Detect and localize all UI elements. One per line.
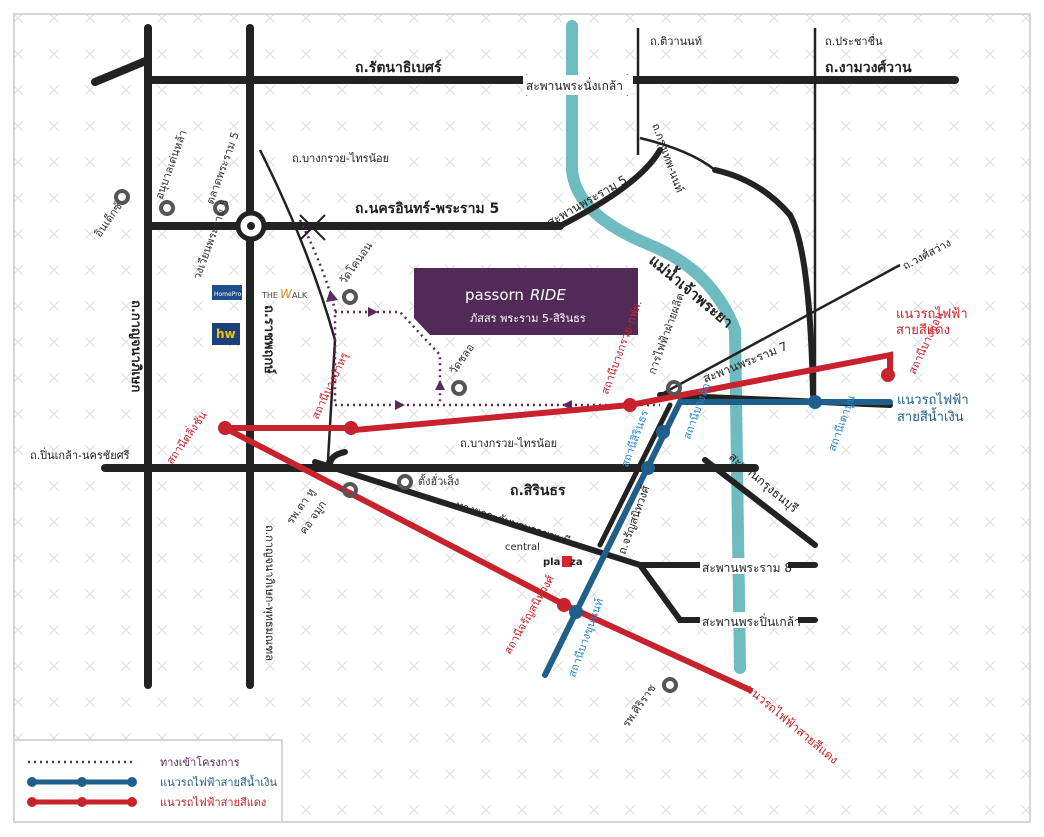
- svg-text:hw: hw: [216, 327, 236, 341]
- blue-line-label-2: สายสีน้ำเงิน: [897, 407, 964, 425]
- station-dot-bang-son: [881, 368, 895, 382]
- station-dot-bang-o: [656, 425, 670, 439]
- bridge-pin-klao: สะพานพระปิ่นเกล้า: [702, 613, 801, 629]
- road-prachachuen: ถ.ประชาชื่น: [825, 33, 883, 48]
- station-dot-bang-kruai: [623, 398, 637, 412]
- road-ngamwongwan: ถ.งามวงศ์วาน: [825, 59, 912, 76]
- road-kanchanaphisek-phutthamonthon: ถ.กาญจนาภิเษก-พุทธมณฑล: [263, 525, 276, 661]
- chao-phraya-river: [566, 20, 746, 674]
- road-ratchaphruek: ถ.ราชพฤกษ์: [261, 305, 277, 374]
- station-dot-taling-chan: [218, 421, 232, 435]
- red-line-top-label-1: แนวรถไฟฟ้า: [896, 306, 968, 322]
- poi-markers: [114, 189, 682, 693]
- minor-roads: [258, 28, 901, 471]
- legend-red: แนวรถไฟฟ้าสายสีแดง: [160, 796, 266, 809]
- road-pin-klao: ถ.ปิ่นเกล้า-นครชัยศรี: [30, 447, 130, 462]
- road-sirindhorn: ถ.สิรินธร: [510, 483, 566, 499]
- road-bang-kruai-bottom: ถ.บางกรวย-ไทรน้อย: [460, 437, 557, 450]
- logo-the-walk: THE W ALK: [261, 287, 308, 301]
- station-dot-tao-poon: [808, 395, 822, 409]
- legend-blue: แนวรถไฟฟ้าสายสีน้ำเงิน: [160, 774, 278, 789]
- road-kanchanaphisek: ถ.กาญจนาภิเษก: [128, 300, 143, 392]
- logo-hw: hw: [212, 323, 240, 345]
- place-tang-toa-seng: ตั้งฮั่วเส็ง: [418, 473, 459, 488]
- svg-text:pla: pla: [543, 557, 560, 568]
- map-frame: [13, 13, 1031, 823]
- station-dot-bang-bamru: [344, 421, 358, 435]
- road-bang-kruai-top: ถ.บางกรวย-ไทรน้อย: [292, 152, 389, 165]
- red-line-top-label-2: สายสีแดง: [896, 322, 950, 338]
- svg-text:central: central: [505, 542, 540, 553]
- station-dot-bang-khun-non: [569, 605, 583, 619]
- bridge-rama8: สะพานพระราม 8: [702, 561, 792, 575]
- legend-access: ทางเข้าโครงการ: [160, 755, 240, 769]
- road-nakhon-in: ถ.นครอินทร์-พระราม 5: [355, 200, 499, 217]
- legend: ทางเข้าโครงการ แนวรถไฟฟ้าสายสีน้ำเงิน แน…: [13, 739, 283, 823]
- station-dot-charan: [557, 598, 571, 612]
- svg-text:ALK: ALK: [292, 291, 308, 300]
- svg-text:THE: THE: [261, 291, 278, 300]
- roundabout-icon: [235, 210, 267, 242]
- logo-central-plaza: central pla za: [505, 542, 583, 568]
- svg-text:za: za: [570, 557, 583, 568]
- bridge-phra-nang-klao: สะพานพระนั่งเกล้า: [526, 77, 623, 93]
- road-rattanathibet: ถ.รัตนาธิเบศร์: [355, 59, 442, 76]
- logo-homepro: HomePro: [212, 285, 242, 300]
- station-dot-sirindhorn: [641, 461, 655, 475]
- road-tiwanon: ถ.ติวานนท์: [650, 35, 702, 48]
- blue-line-label-1: แนวรถไฟฟ้า: [897, 392, 969, 408]
- svg-text:W: W: [280, 287, 293, 301]
- project-subtitle: ภัสสร พระราม 5-สิรินธร: [470, 312, 586, 325]
- major-roads: [91, 24, 959, 689]
- svg-text:HomePro: HomePro: [214, 291, 242, 298]
- stations: [218, 368, 895, 619]
